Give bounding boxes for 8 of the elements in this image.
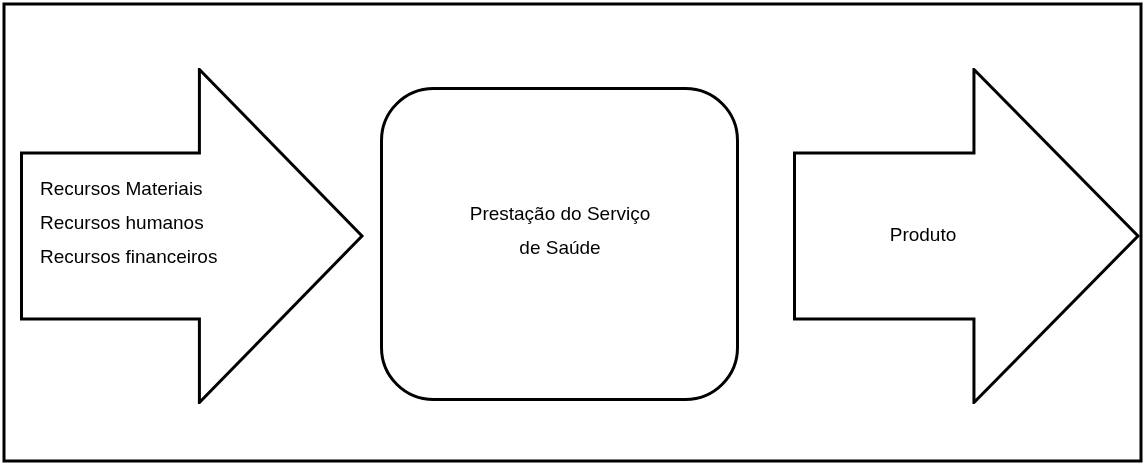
node-text: Recursos humanos bbox=[40, 211, 205, 235]
process-box bbox=[380, 87, 739, 401]
node-text: Prestação do Serviço de Saúde bbox=[468, 202, 652, 260]
block-arrow bbox=[793, 68, 1141, 404]
node-text: Produto bbox=[888, 223, 958, 247]
block-arrow bbox=[20, 68, 365, 404]
node-text: Recursos Materiais bbox=[40, 177, 204, 201]
node-text: Recursos financeiros bbox=[40, 245, 219, 269]
